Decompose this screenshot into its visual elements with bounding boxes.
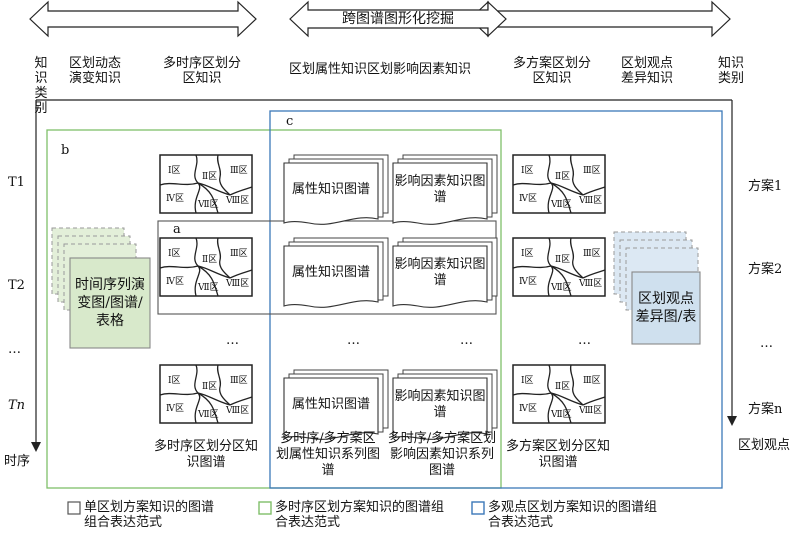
legend-multi-view-text: 多观点区划方案知识的图谱组合表达范式 bbox=[488, 500, 658, 530]
axes bbox=[35, 99, 733, 445]
legend-swatch-single bbox=[67, 501, 81, 515]
doc-infl-n-label: 影响因素知识图谱 bbox=[394, 389, 486, 420]
caption-multi-time: 多时序区划分区知识图谱 bbox=[153, 439, 258, 470]
map-region-label: Ⅷ区 bbox=[579, 279, 603, 289]
arrow-left-double bbox=[29, 0, 257, 38]
map-region-label: Ⅶ区 bbox=[551, 283, 572, 293]
map-region-label: Ⅰ区 bbox=[521, 376, 534, 386]
stack-left bbox=[51, 227, 151, 349]
map-region-label: Ⅲ区 bbox=[230, 249, 248, 259]
map-region-label: Ⅷ区 bbox=[226, 406, 250, 416]
map-region-label: Ⅳ区 bbox=[519, 404, 537, 414]
banner-right-outer: 知识类别 bbox=[717, 56, 744, 86]
doc-attr-2-label: 属性知识图谱 bbox=[291, 265, 370, 280]
row-label-tn: Tn bbox=[8, 398, 26, 413]
banner-left-outer: 知识类别 bbox=[34, 56, 48, 116]
banner-center-arrow: 跨图谱图形化挖掘 bbox=[342, 11, 454, 27]
row-label-t2: T2 bbox=[8, 278, 25, 293]
map-region-label: Ⅱ区 bbox=[202, 382, 218, 392]
doc-infl-2-label: 影响因素知识图谱 bbox=[394, 257, 486, 288]
map-region-label: Ⅱ区 bbox=[555, 255, 571, 265]
map-region-label: Ⅲ区 bbox=[583, 166, 601, 176]
frame-c bbox=[269, 110, 723, 489]
map-region-label: Ⅱ区 bbox=[555, 172, 571, 182]
legend-swatch-multi-view bbox=[471, 501, 485, 515]
axis-view-label: 区划观点 bbox=[738, 438, 791, 453]
map-region-label: Ⅶ区 bbox=[198, 410, 219, 420]
map-region-label: Ⅳ区 bbox=[519, 194, 537, 204]
map-region-label: Ⅰ区 bbox=[168, 249, 181, 259]
map-region-label: Ⅱ区 bbox=[202, 255, 218, 265]
frame-a-label: a bbox=[173, 222, 181, 237]
map-region-label: Ⅳ区 bbox=[166, 194, 184, 204]
map-region-label: Ⅶ区 bbox=[198, 283, 219, 293]
frame-c-label: c bbox=[286, 114, 294, 129]
map-region-label: Ⅰ区 bbox=[168, 166, 181, 176]
caption-attr-series: 多时序/多方案区划属性知识系列图谱 bbox=[275, 431, 380, 478]
map-region-label: Ⅲ区 bbox=[583, 376, 601, 386]
map-region-label: Ⅷ区 bbox=[579, 196, 603, 206]
map-region-label: Ⅳ区 bbox=[519, 277, 537, 287]
map-region-label: Ⅰ区 bbox=[521, 249, 534, 259]
map-region-label: Ⅲ区 bbox=[583, 249, 601, 259]
frame-b-label: b bbox=[61, 143, 70, 158]
map-region-label: Ⅳ区 bbox=[166, 404, 184, 414]
ellipsis-infl: … bbox=[460, 333, 473, 348]
legend-swatch-multi-time bbox=[258, 501, 272, 515]
banner-left-inner: 区划动态演变知识 bbox=[68, 56, 121, 86]
map-region-label: Ⅶ区 bbox=[551, 200, 572, 210]
stack-right bbox=[613, 231, 701, 345]
banner-diff: 区划观点差异知识 bbox=[620, 56, 673, 86]
banner-multi-plan: 多方案区划分区知识 bbox=[512, 56, 591, 86]
arrow-right-double bbox=[469, 0, 731, 38]
stack-right-label: 区划观点差异图/表 bbox=[635, 291, 697, 325]
doc-attr-1-label: 属性知识图谱 bbox=[291, 182, 370, 197]
map-region-label: Ⅳ区 bbox=[166, 277, 184, 287]
time-axis-arrowhead bbox=[31, 442, 41, 452]
ellipsis-attr: … bbox=[347, 333, 360, 348]
row-label-plandots: … bbox=[760, 336, 773, 351]
ellipsis-multi-time: … bbox=[226, 333, 239, 348]
ellipsis-multi-plan: … bbox=[578, 333, 591, 348]
map-region-label: Ⅱ区 bbox=[555, 382, 571, 392]
doc-infl-1-label: 影响因素知识图谱 bbox=[394, 174, 486, 205]
map-region-label: Ⅷ区 bbox=[226, 279, 250, 289]
legend-single-text: 单区划方案知识的图谱组合表达范式 bbox=[84, 500, 215, 530]
map-region-label: Ⅲ区 bbox=[230, 376, 248, 386]
map-region-label: Ⅷ区 bbox=[226, 196, 250, 206]
map-region-label: Ⅰ区 bbox=[168, 376, 181, 386]
row-label-tdots: … bbox=[8, 342, 21, 357]
view-axis-arrowhead bbox=[727, 416, 737, 426]
arrow-center-double bbox=[289, 0, 507, 38]
row-label-t1: T1 bbox=[8, 175, 25, 190]
banner-multi-time: 多时序区划分区知识 bbox=[162, 56, 241, 86]
caption-multi-plan: 多方案区划分区知识图谱 bbox=[505, 439, 610, 470]
axis-time-label: 时序 bbox=[4, 454, 31, 469]
row-label-plann: 方案n bbox=[748, 402, 783, 417]
stack-left-label: 时间序列演变图/图谱/表格 bbox=[75, 277, 145, 329]
map-region-label: Ⅰ区 bbox=[521, 166, 534, 176]
map-region-label: Ⅲ区 bbox=[230, 166, 248, 176]
caption-infl-series: 多时序/多方案区划影响因素知识系列图谱 bbox=[387, 431, 497, 478]
banner-attr-infl: 区划属性知识区划影响因素知识 bbox=[288, 62, 471, 77]
banner-arrows bbox=[29, 0, 731, 38]
doc-attr-n-label: 属性知识图谱 bbox=[291, 397, 370, 412]
map-region-label: Ⅶ区 bbox=[551, 410, 572, 420]
map-region-label: Ⅶ区 bbox=[198, 200, 219, 210]
legend-multi-time-text: 多时序区划方案知识的图谱组合表达范式 bbox=[275, 500, 445, 530]
map-region-label: Ⅷ区 bbox=[579, 406, 603, 416]
map-region-label: Ⅱ区 bbox=[202, 172, 218, 182]
row-label-plan1: 方案1 bbox=[748, 179, 783, 194]
row-label-plan2: 方案2 bbox=[748, 262, 783, 277]
